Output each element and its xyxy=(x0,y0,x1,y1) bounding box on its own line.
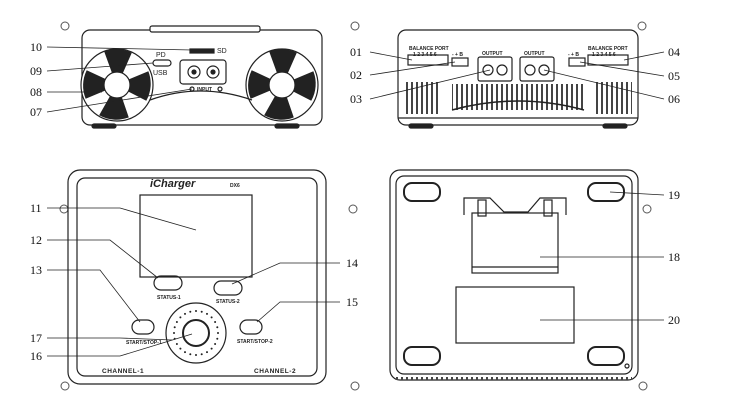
start-stop-2-label: START/STOP-2 xyxy=(237,339,273,345)
bottom-callout-lines xyxy=(540,191,665,321)
channel-1-label: CHANNEL-1 xyxy=(102,368,144,375)
registration-marks xyxy=(59,21,652,391)
callout-09: 09 xyxy=(30,64,42,78)
dial-tick xyxy=(195,354,197,356)
channel-2-label: CHANNEL-2 xyxy=(254,368,296,375)
callout-02: 02 xyxy=(350,68,362,82)
start-stop-1-label: START/STOP-1 xyxy=(126,340,162,346)
dial-tick xyxy=(200,310,203,313)
front-view xyxy=(80,25,323,129)
dial-tick xyxy=(210,347,213,350)
callout-03: 03 xyxy=(350,92,362,106)
pm-right-label: - + B xyxy=(568,52,579,58)
dial-tick xyxy=(195,310,197,312)
dial-ring xyxy=(165,302,227,364)
usb-port xyxy=(152,59,172,67)
usb-label: USB xyxy=(153,70,168,77)
pm-left-label: - + B xyxy=(452,52,463,58)
balance-port-right-label: BALANCE PORT xyxy=(588,46,628,52)
dial-tick xyxy=(216,337,219,340)
dial-tick xyxy=(214,343,217,345)
dial-tick xyxy=(184,312,186,315)
label-area xyxy=(455,286,575,344)
callout-18: 18 xyxy=(668,250,680,264)
rear-callout-lines xyxy=(369,51,665,100)
status-2-button xyxy=(213,280,243,296)
rubber-foot xyxy=(403,182,441,202)
callout-01: 01 xyxy=(350,45,362,59)
callout-16: 16 xyxy=(30,349,42,363)
dial-tick xyxy=(184,351,186,354)
sd-slot xyxy=(189,48,215,54)
balance-port-right xyxy=(587,54,629,66)
sd-label: SD xyxy=(217,48,227,55)
callout-05: 05 xyxy=(668,69,680,83)
top-callout-lines xyxy=(47,207,340,357)
right-fan xyxy=(245,48,319,122)
input-port xyxy=(179,59,227,85)
status-1-button xyxy=(153,275,183,291)
dial-tick xyxy=(214,321,217,323)
front-callout-lines xyxy=(46,46,193,113)
model-label: DX6 xyxy=(230,183,240,189)
kickstand xyxy=(471,212,559,274)
dial-tick xyxy=(173,326,176,329)
callout-11: 11 xyxy=(30,201,42,215)
callout-08: 08 xyxy=(30,85,42,99)
dial-tick xyxy=(175,343,178,345)
dial-tick xyxy=(217,332,219,334)
dial-tick xyxy=(173,332,175,334)
left-fan xyxy=(80,48,154,122)
callout-19: 19 xyxy=(668,188,680,202)
start-stop-1-button xyxy=(131,319,155,335)
callout-10: 10 xyxy=(30,40,42,54)
rubber-foot xyxy=(587,346,625,366)
callout-06: 06 xyxy=(668,92,680,106)
balance-port-left-label: BALANCE PORT xyxy=(409,46,449,52)
dial-tick xyxy=(179,316,182,319)
dial-tick xyxy=(179,347,182,350)
callout-20: 20 xyxy=(668,313,680,327)
dial-tick xyxy=(206,351,208,354)
output-right-label: OUTPUT xyxy=(524,51,545,57)
balance-port-left xyxy=(407,54,449,66)
callout-17: 17 xyxy=(30,331,42,345)
callout-07: 07 xyxy=(30,105,42,119)
dial-tick xyxy=(189,353,192,356)
dial-tick xyxy=(175,321,178,323)
output-port-right xyxy=(519,56,555,82)
dial-tick xyxy=(206,312,208,315)
dial-tick xyxy=(216,326,219,329)
bottom-view xyxy=(389,169,639,381)
input-label: INPUT xyxy=(197,87,212,93)
balance-pins-left: - 1 2 3 4 5 6 xyxy=(410,52,437,58)
top-view xyxy=(67,169,327,385)
rear-view xyxy=(397,29,639,129)
dial-knob xyxy=(182,319,210,347)
output-left-label: OUTPUT xyxy=(482,51,503,57)
rubber-foot xyxy=(587,182,625,202)
callout-13: 13 xyxy=(30,263,42,277)
status-2-label: STATUS-2 xyxy=(216,299,240,305)
status-1-label: STATUS-1 xyxy=(157,295,181,301)
callout-15: 15 xyxy=(346,295,358,309)
kickstand-hinge xyxy=(463,197,567,215)
brand-logo: iCharger xyxy=(150,178,196,190)
pd-label: PD xyxy=(156,52,166,59)
rubber-foot xyxy=(403,346,441,366)
lcd-screen xyxy=(139,194,253,278)
dial-tick xyxy=(200,353,203,356)
callout-12: 12 xyxy=(30,233,42,247)
dial-ticks xyxy=(173,310,219,356)
callout-04: 04 xyxy=(668,45,680,59)
output-port-left xyxy=(477,56,513,82)
dial-tick xyxy=(210,316,213,319)
dial-tick xyxy=(189,310,192,313)
callout-14: 14 xyxy=(346,256,358,270)
start-stop-2-button xyxy=(239,319,263,335)
balance-pins-right: - 1 2 3 4 5 6 xyxy=(589,52,616,58)
